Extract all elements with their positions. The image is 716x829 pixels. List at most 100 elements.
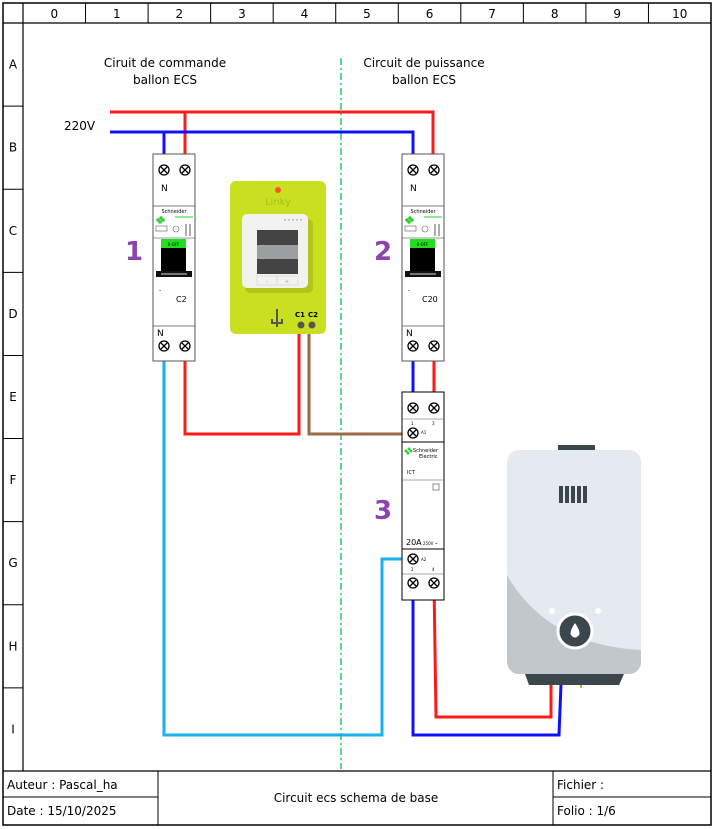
contactor-pin-3: 3 (432, 421, 435, 426)
test-indicator-icon (172, 225, 180, 233)
wire-linky-c2-to-contactor-a1 (307, 324, 413, 436)
breaker1-brand: Schneider (161, 209, 187, 215)
wire-supply-phase (110, 110, 435, 170)
column-label: 8 (551, 7, 559, 21)
row-label: H (8, 639, 17, 653)
terminal-screw-icon (407, 577, 419, 589)
linky-terminal-c1-label: C1 (295, 311, 305, 319)
terminal-screw-icon (428, 340, 440, 352)
supply-voltage-label: 220V (64, 119, 96, 133)
terminal-screw-icon (428, 164, 440, 176)
footer-title: Circuit ecs schema de base (274, 791, 439, 805)
row-label: A (9, 58, 18, 72)
water-heater-icon (507, 445, 641, 688)
terminal-screw-icon (179, 340, 191, 352)
column-label: 2 (176, 7, 184, 21)
terminal-screw-icon (407, 402, 419, 414)
row-label: G (8, 556, 17, 570)
contactor: 1 3 A1 Schneider Electric ICT 20A 250V ~… (401, 391, 445, 601)
contactor-coil-a1: A1 (421, 430, 427, 435)
breaker1-switch-label: 0-OFF (168, 242, 181, 247)
wire-breaker1-phase-to-linky-c1 (183, 324, 301, 436)
terminal-screw-icon (428, 577, 440, 589)
row-label: B (9, 141, 17, 155)
linky-display (257, 230, 298, 245)
contactor-number: 3 (374, 496, 392, 526)
contactor-pin-2: 2 (411, 567, 414, 572)
linky-brand: Linky (265, 197, 291, 208)
breaker2-top-neutral-label: N (410, 184, 417, 194)
column-label: 6 (426, 7, 434, 21)
breaker2-switch-label: 0-OFF (417, 242, 430, 247)
terminal-screw-icon (158, 164, 170, 176)
wire-contactor-neutral-to-heater (411, 583, 563, 737)
linky-terminal-c2-label: C2 (308, 311, 318, 319)
terminal-screw-icon (407, 427, 419, 439)
linky-terminal-c2 (308, 321, 316, 329)
footer-date: Date : 15/10/2025 (7, 804, 117, 818)
contactor-coil-a2: A2 (421, 557, 427, 562)
column-label: 4 (301, 7, 309, 21)
row-label: C (9, 224, 17, 238)
schneider-logo-icon (405, 216, 414, 224)
ground-plug-icon (271, 309, 283, 327)
column-label: 10 (672, 7, 687, 21)
terminal-screw-icon (179, 164, 191, 176)
row-ruler: A B C D E F G H I (3, 58, 23, 736)
terminal-screw-icon (407, 164, 419, 176)
command-section-title-line1: Ciruit de commande (104, 56, 226, 70)
linky-plus-button[interactable] (276, 275, 299, 286)
column-label: 0 (50, 7, 58, 21)
breaker2-number: 2 (374, 237, 392, 267)
schneider-logo-icon (404, 447, 413, 455)
terminal-screw-icon (158, 340, 170, 352)
contactor-pin-4: 4 (432, 567, 435, 572)
linky-minus-label: - (266, 279, 268, 285)
breaker1-rating: C2 (176, 295, 187, 304)
column-label: 1 (113, 7, 121, 21)
footer-author: Auteur : Pascal_ha (7, 778, 118, 792)
column-label: 7 (488, 7, 496, 21)
breaker1-number: 1 (125, 237, 143, 267)
circuit-breaker-2: N Schneider 0-OFF - C20 N (401, 153, 445, 362)
footer-folio: Folio : 1/6 (557, 804, 616, 818)
row-label: F (10, 473, 17, 487)
column-ruler: 0 1 2 3 4 5 6 7 8 9 10 (50, 3, 687, 23)
linky-terminal-c1 (297, 321, 305, 329)
contactor-voltage: 250V ~ (423, 541, 438, 546)
power-section-title-line1: Circuit de puissance (363, 56, 484, 70)
row-label: I (11, 722, 15, 736)
dash-mark: - (408, 287, 410, 294)
test-indicator-icon (421, 225, 429, 233)
column-label: 3 (238, 7, 246, 21)
linky-plus-label: + (285, 279, 289, 285)
footer-file: Fichier : (557, 778, 604, 792)
contactor-model: ICT (407, 470, 416, 476)
contactor-brand-line2: Electric (419, 454, 438, 460)
wire-contactor-phase-to-heater (432, 582, 553, 719)
water-drop-icon (570, 623, 580, 638)
power-section-title-line2: ballon ECS (392, 73, 456, 87)
contactor-rating: 20A (406, 538, 422, 547)
terminal-screw-icon (428, 402, 440, 414)
breaker1-top-neutral-label: N (161, 184, 168, 194)
led-indicator-icon (275, 187, 281, 193)
column-label: 5 (363, 7, 371, 21)
contactor-indicator-window (432, 483, 440, 491)
breaker2-bottom-neutral-label: N (406, 329, 413, 339)
wire-breaker1-neutral-to-contactor-a2 (162, 346, 413, 737)
dash-mark: - (159, 287, 161, 294)
schneider-logo-icon (156, 216, 165, 224)
contactor-pin-1: 1 (411, 421, 414, 426)
command-section-title-line2: ballon ECS (133, 73, 197, 87)
breaker1-bottom-neutral-label: N (157, 329, 164, 339)
linky-meter: Linky - + C1 C2 (230, 181, 326, 334)
row-label: E (9, 390, 17, 404)
terminal-screw-icon (407, 340, 419, 352)
column-label: 9 (613, 7, 621, 21)
terminal-screw-icon (407, 553, 419, 565)
breaker2-rating: C20 (422, 295, 438, 304)
row-label: D (8, 307, 17, 321)
circuit-breaker-1: N Schneider 0-OFF - C2 N (152, 153, 196, 362)
